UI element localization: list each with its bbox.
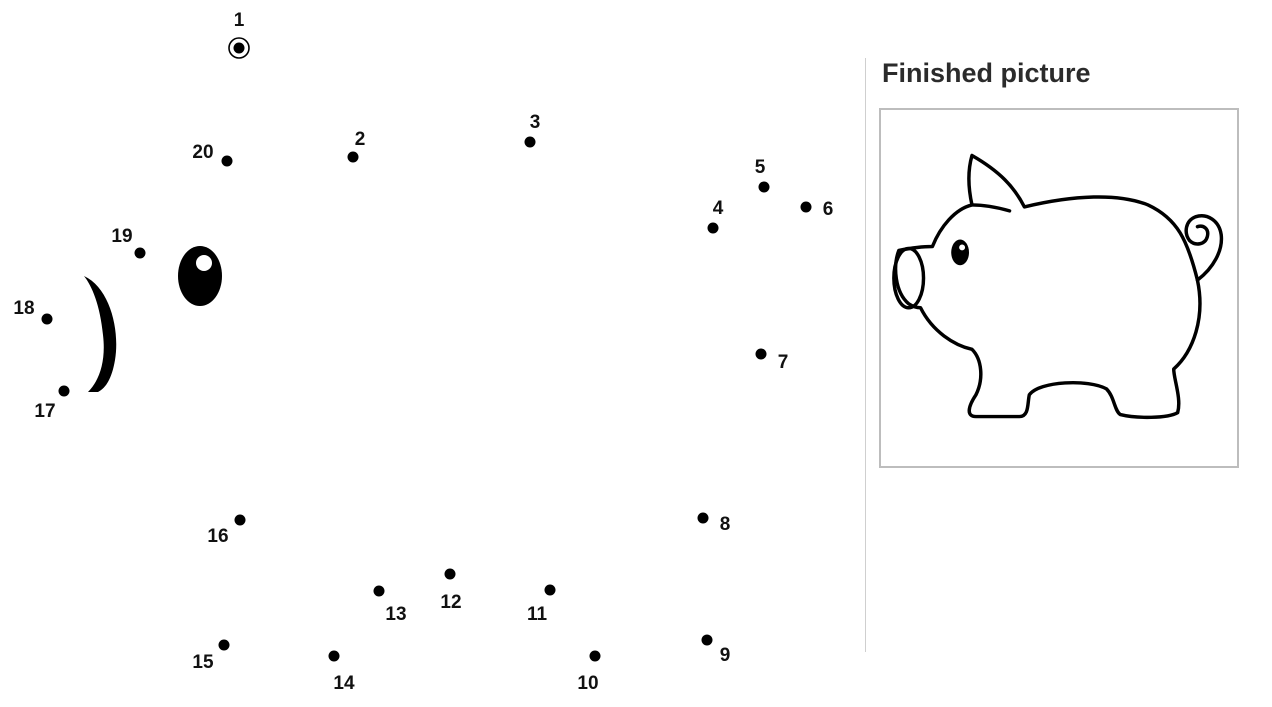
dot-point[interactable] (707, 222, 719, 234)
dot-point[interactable] (58, 385, 70, 397)
dot-point[interactable] (328, 650, 340, 662)
finished-picture-title: Finished picture (882, 58, 1091, 88)
finished-pig-image (892, 153, 1224, 420)
dot-number-label: 14 (333, 673, 355, 694)
dot-8[interactable]: 8 (697, 512, 731, 536)
dot-number-label: 13 (385, 604, 406, 625)
dot-number-label: 7 (778, 352, 789, 373)
dot-point[interactable] (544, 584, 556, 596)
finished-picture-frame (879, 108, 1239, 468)
dot-number-label: 6 (823, 199, 834, 220)
dot-point[interactable] (524, 136, 536, 148)
dot-number-label: 4 (713, 198, 724, 219)
dot-17[interactable]: 17 (34, 385, 70, 423)
dot-point[interactable] (800, 201, 812, 213)
pig-eye-icon (178, 246, 222, 306)
dot-18[interactable]: 18 (13, 298, 53, 325)
dot-5[interactable]: 5 (755, 157, 770, 193)
dot-point[interactable] (589, 650, 601, 662)
dot-number-label: 17 (34, 401, 55, 422)
dot-point[interactable] (347, 151, 359, 163)
dot-9[interactable]: 9 (701, 634, 731, 667)
dot-number-label: 19 (111, 226, 132, 247)
dot-number-label: 18 (13, 298, 34, 319)
dot-10[interactable]: 10 (577, 650, 601, 695)
dot-number-label: 5 (755, 157, 766, 178)
dot-19[interactable]: 19 (111, 226, 146, 259)
dot-point[interactable] (697, 512, 709, 524)
dot-point[interactable] (218, 639, 230, 651)
dot-number-label: 3 (530, 112, 541, 133)
dot-3[interactable]: 3 (524, 112, 541, 148)
dot-15[interactable]: 15 (192, 639, 230, 674)
dot-2[interactable]: 2 (347, 129, 366, 163)
dot-6[interactable]: 6 (800, 199, 834, 220)
dot-point[interactable] (221, 155, 233, 167)
dot-point[interactable] (701, 634, 713, 646)
dot-20[interactable]: 20 (192, 142, 233, 167)
dot-number-label: 8 (720, 514, 731, 535)
dot-point[interactable] (755, 348, 767, 360)
dot-16[interactable]: 16 (207, 514, 246, 548)
dot-point[interactable] (234, 514, 246, 526)
dot-number-label: 15 (192, 652, 214, 673)
dot-13[interactable]: 13 (373, 585, 407, 626)
dot-number-label: 10 (577, 673, 598, 694)
dot-number-label: 11 (527, 604, 548, 625)
dot-11[interactable]: 11 (527, 584, 556, 626)
dot-point[interactable] (444, 568, 456, 580)
dot-12[interactable]: 12 (440, 568, 462, 614)
dot-number-label: 1 (234, 10, 245, 31)
dot-point[interactable] (373, 585, 385, 597)
dot-7[interactable]: 7 (755, 348, 789, 374)
dot-number-label: 20 (192, 142, 213, 163)
dot-number-label: 2 (355, 129, 366, 150)
dot-number-label: 12 (440, 592, 461, 613)
dot-number-label: 16 (207, 526, 228, 547)
dot-point[interactable] (758, 181, 770, 193)
dot-14[interactable]: 14 (328, 650, 355, 695)
dot-point[interactable] (134, 247, 146, 259)
panel-divider (865, 58, 866, 652)
dot-number-label: 9 (720, 645, 731, 666)
dot-point[interactable] (41, 313, 53, 325)
dot-point[interactable] (233, 42, 245, 54)
pig-snout-curve (84, 276, 117, 392)
dot-1[interactable]: 1 (228, 10, 250, 59)
dot-4[interactable]: 4 (707, 198, 724, 234)
start-ring (228, 37, 250, 59)
